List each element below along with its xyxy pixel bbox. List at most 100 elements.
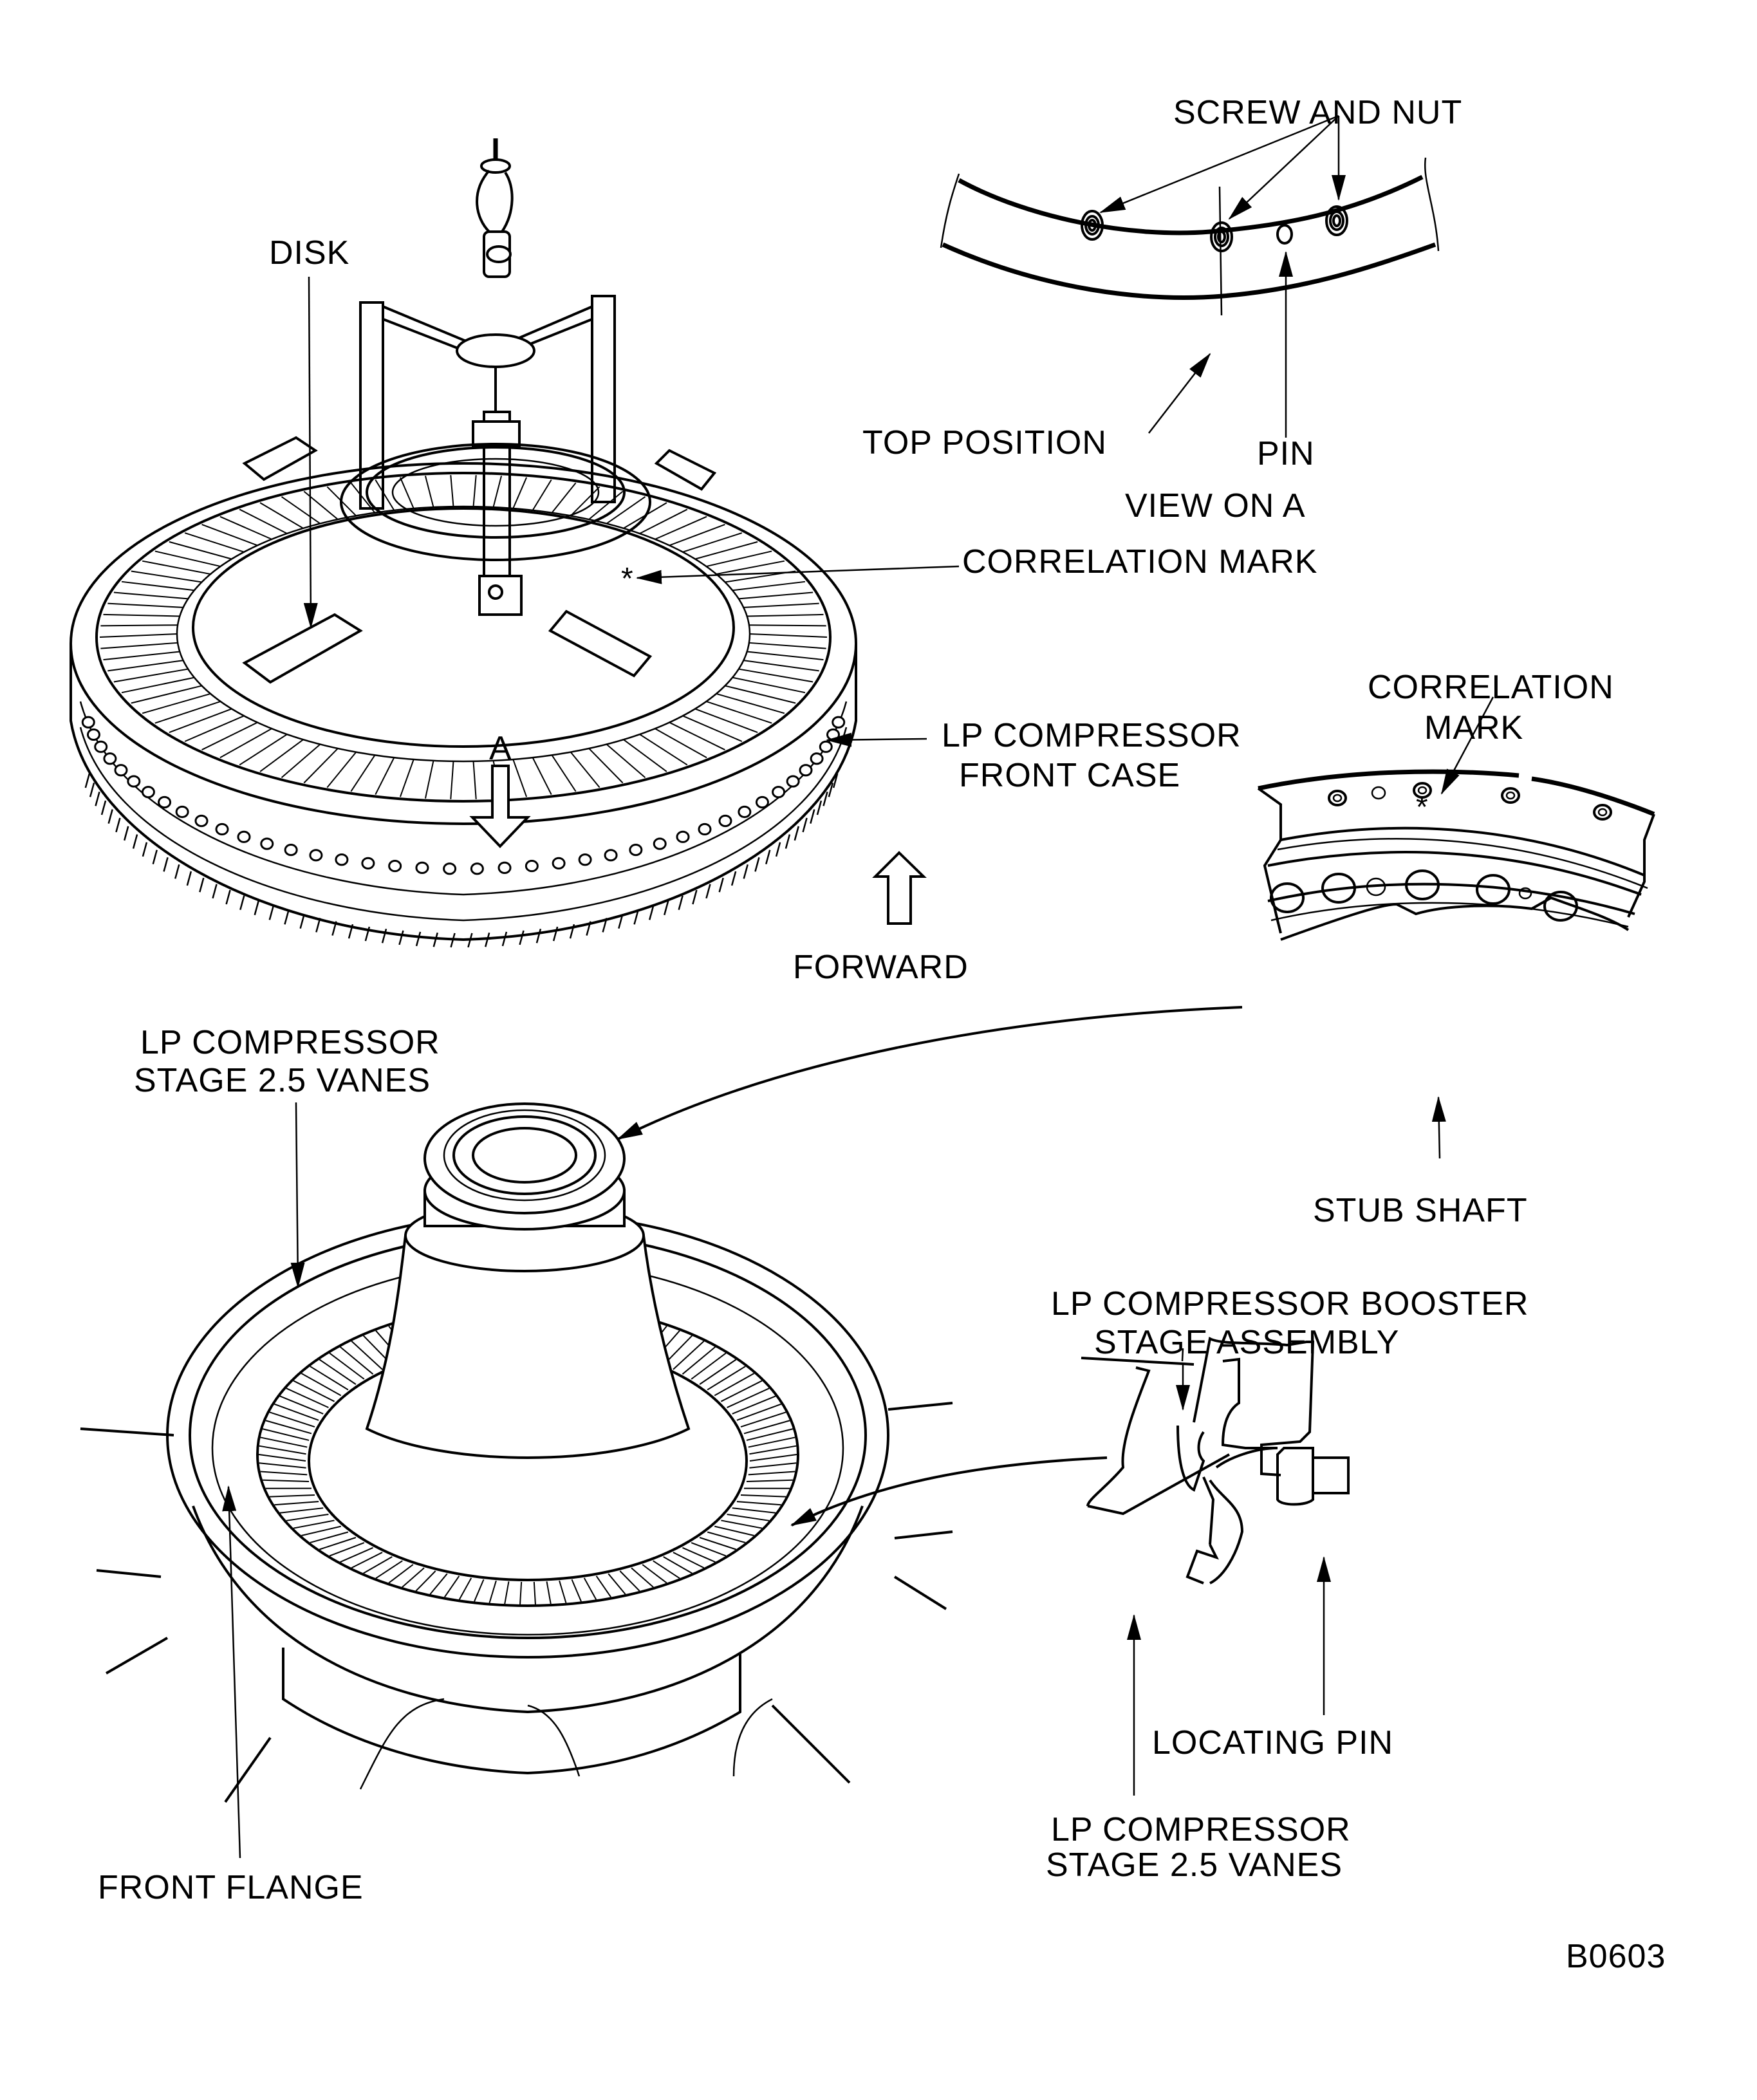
vane [706, 550, 772, 568]
vane [608, 1573, 626, 1595]
vane [263, 1479, 310, 1483]
vane [623, 739, 667, 772]
vane [293, 1380, 335, 1402]
bolt [215, 822, 229, 836]
vane [721, 1519, 763, 1529]
vane [673, 1552, 705, 1568]
vane [533, 1581, 536, 1604]
pin-icon [1276, 224, 1293, 245]
tooth [633, 909, 639, 925]
tooth [186, 871, 192, 886]
vane [682, 532, 743, 553]
vane [691, 1352, 727, 1380]
vane [571, 1579, 582, 1602]
vane [260, 1471, 308, 1476]
bolt [819, 740, 833, 753]
vane-array [99, 475, 828, 799]
tooth [692, 889, 698, 905]
vane [388, 1564, 414, 1584]
bolt [578, 853, 592, 866]
vane [279, 1507, 324, 1514]
vane [727, 1513, 770, 1521]
vane [551, 482, 577, 514]
vane [429, 1573, 448, 1595]
tooth [268, 905, 275, 920]
vane [655, 516, 707, 540]
tooth [519, 930, 525, 945]
tooth [212, 884, 218, 899]
front-case-label-line1: LP COMPRESSOR [942, 717, 1241, 754]
vane [274, 1501, 319, 1506]
view-on-a: SCREW AND NUT TOP POSITION PIN VIEW ON A [862, 94, 1462, 525]
vane [749, 633, 828, 638]
vane [154, 550, 221, 568]
vane [588, 748, 624, 784]
screw-and-nut-label: SCREW AND NUT [1173, 94, 1462, 131]
vane [512, 477, 528, 509]
tooth [765, 850, 771, 865]
vane [532, 757, 552, 795]
screw-and-nut-icon [1325, 205, 1348, 236]
tooth [664, 900, 669, 916]
front-flange-label: FRONT FLANGE [98, 1869, 364, 1906]
bolt [86, 728, 100, 741]
stub-shaft-connector-arrow [617, 1006, 1243, 1140]
tooth [730, 871, 737, 886]
vane [375, 1560, 403, 1579]
vane [748, 1436, 795, 1448]
bolt [141, 786, 155, 799]
vane [121, 676, 195, 694]
correlation-mark-asterisk: * [1416, 790, 1428, 824]
bolt [158, 795, 172, 809]
vane [259, 502, 304, 529]
bolt [772, 786, 786, 799]
figure-id: B0603 [1566, 1938, 1666, 1975]
teeth-row [84, 773, 839, 948]
vane [714, 1373, 755, 1397]
correlation-mark-asterisk: * [621, 562, 633, 596]
vane [458, 1577, 472, 1600]
bolt [415, 861, 429, 875]
tooth [415, 931, 422, 947]
section-connector-arrow [790, 1456, 1108, 1527]
tooth [284, 909, 290, 925]
tooth [785, 834, 791, 849]
vane [736, 1403, 782, 1421]
bolt [810, 752, 824, 765]
tooth [602, 918, 608, 933]
stub-correlation-label-line2: MARK [1424, 709, 1523, 747]
bolt [786, 775, 800, 788]
tooth [501, 931, 508, 947]
locating-pin-label: LOCATING PIN [1152, 1724, 1393, 1761]
vane [303, 748, 339, 784]
vane [293, 1519, 335, 1529]
bolt [114, 764, 128, 777]
vane [258, 1454, 306, 1462]
vane [169, 708, 232, 734]
vane [286, 1388, 329, 1408]
vane [706, 700, 772, 724]
vane [472, 761, 477, 799]
vane [219, 516, 272, 540]
tooth [348, 924, 354, 939]
vane [716, 692, 785, 714]
vane [265, 1420, 312, 1435]
vane [623, 502, 667, 529]
vane [424, 476, 434, 508]
correlation-mark-leader [636, 565, 960, 584]
tooth [124, 826, 129, 841]
vane [749, 1445, 797, 1455]
bolt [604, 849, 618, 862]
bolt [260, 837, 274, 850]
vane [319, 1537, 357, 1550]
vane [546, 1581, 552, 1604]
bolt [81, 716, 95, 729]
vane [274, 1403, 319, 1421]
tooth [802, 817, 808, 833]
bolt [826, 728, 841, 741]
tooth [132, 834, 138, 849]
vane [350, 482, 376, 514]
vane [747, 613, 824, 617]
tooth [315, 918, 321, 933]
